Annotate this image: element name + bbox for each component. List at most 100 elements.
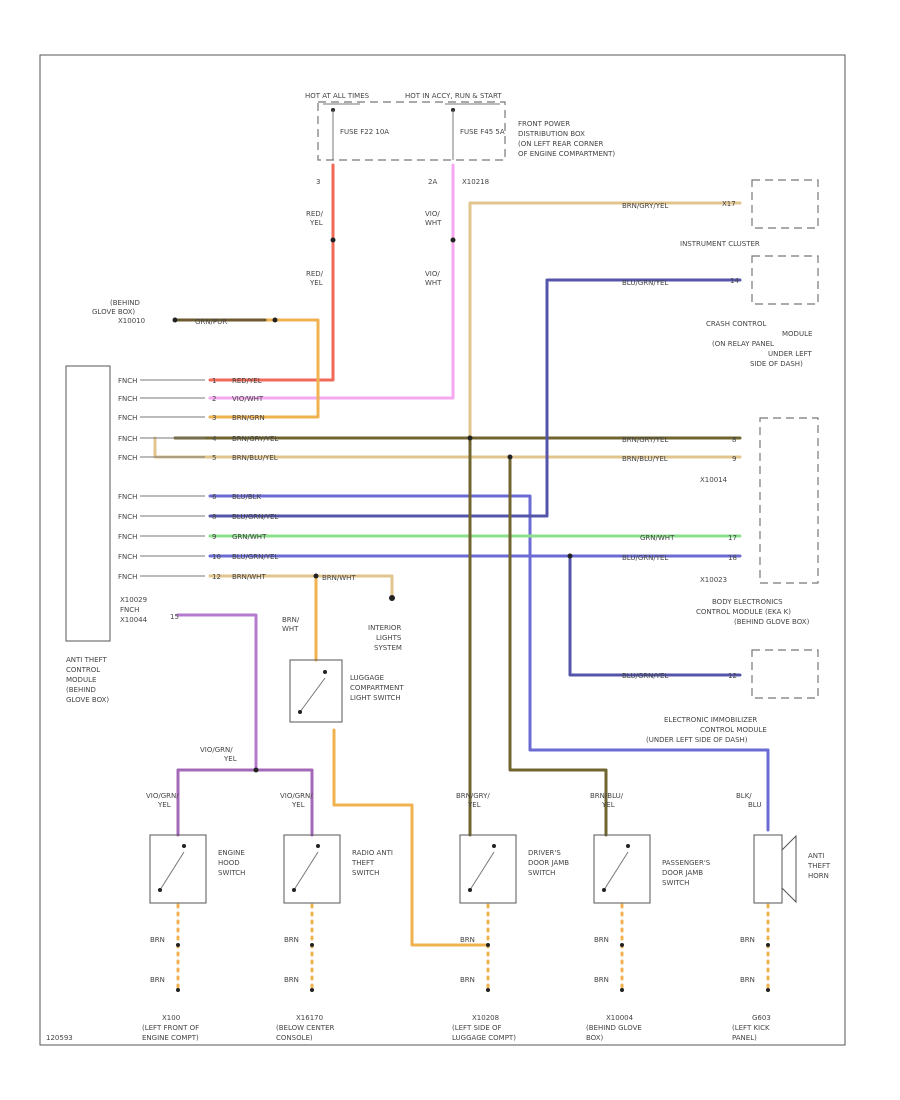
luggage-switch-icon xyxy=(289,659,343,723)
module-pin-left-4: FNCH xyxy=(118,454,137,462)
bec-wire-1: BRN/GRY/YEL xyxy=(622,436,668,444)
module-pin-left-9: FNCH xyxy=(118,573,137,581)
fuse-box-outline xyxy=(317,101,506,161)
wire-red-yel xyxy=(208,163,335,382)
crash-pin: 14 xyxy=(730,277,739,285)
junction-dots xyxy=(172,237,770,992)
ground-wire-b-0: BRN xyxy=(150,976,165,984)
fuse-section: HOT AT ALL TIMES HOT IN ACCY, RUN & STAR… xyxy=(305,92,615,186)
module-pin-left-2: FNCH xyxy=(118,414,137,422)
label-vio-wht-2: VIO/WHT xyxy=(425,270,442,287)
switch-box-3 xyxy=(593,834,651,904)
immobilizer-label: ELECTRONIC IMMOBILIZER CONTROL MODULE (U… xyxy=(646,716,769,744)
module-pin-wire-0: RED/YEL xyxy=(232,377,262,385)
module-pin-wire-9: BRN/WHT xyxy=(232,573,266,581)
module-pin-num-9: 12 xyxy=(212,573,221,581)
module-bottom-1: X10029 xyxy=(120,596,147,604)
switch-wire-label-1: VIO/GRN/YEL xyxy=(280,792,313,809)
module-pin-wire-5: BLU/BLK xyxy=(232,493,262,501)
switch-box-1 xyxy=(283,834,341,904)
bec-pin-2: 9 xyxy=(732,455,736,463)
crash-wire-label: BLU/GRN/YEL xyxy=(622,279,668,287)
ground-wire-a-3: BRN xyxy=(594,936,609,944)
switch-wire-label-2: BRN/GRY/YEL xyxy=(456,792,490,809)
immob-pin: 12 xyxy=(728,672,737,680)
bec-pin-4: 18 xyxy=(728,554,737,562)
fuse-pin-1: 3 xyxy=(316,178,320,186)
module-bottom-3: X10044 xyxy=(120,616,148,624)
fuse-pin-2: 2A xyxy=(428,178,437,186)
module-pin-wire-8: BLU/GRN/YEL xyxy=(232,553,278,561)
module-pin-num-6: 8 xyxy=(212,513,216,521)
module-pin-left-0: FNCH xyxy=(118,377,137,385)
ground-wire-b-3: BRN xyxy=(594,976,609,984)
anti-theft-module: X10029 FNCH X10044 15 ANTI THEFT CONTROL… xyxy=(65,365,179,704)
wire-brn-gry-yel-ic xyxy=(468,201,742,439)
label-red-yel-2: RED/YEL xyxy=(306,270,324,287)
power-box-label: FRONT POWER DISTRIBUTION BOX (ON LEFT RE… xyxy=(518,120,615,158)
instrument-cluster-label: INSTRUMENT CLUSTER xyxy=(680,240,760,248)
wire-vio-grn-yel xyxy=(176,613,258,772)
module-pin-num-3: 4 xyxy=(212,435,217,443)
module-pin-num-0: 1 xyxy=(212,377,216,385)
module-pin-wire-2: BRN/GRN xyxy=(232,414,265,422)
label-red-yel-1: RED/YEL xyxy=(306,210,324,227)
wire-brn-grn xyxy=(208,318,320,419)
module-pin-num-8: 10 xyxy=(212,553,221,561)
footer-code: 120593 xyxy=(46,1034,73,1042)
splice-label: (BEHIND GLOVE BOX) X10010 xyxy=(92,299,145,325)
switch-wire-label-3: BRN/BLU/YEL xyxy=(590,792,624,809)
bec-pin-1: 8 xyxy=(732,436,736,444)
brn-wht-wire-label: BRN/WHT xyxy=(322,574,356,582)
module-pin-wire-4: BRN/BLU/YEL xyxy=(232,454,278,462)
body-module-label: BODY ELECTRONICS CONTROL MODULE (EKA K) … xyxy=(696,598,810,626)
ic-pin: X17 xyxy=(722,200,736,208)
luggage-switch-label: LUGGAGE COMPARTMENT LIGHT SWITCH xyxy=(350,674,406,702)
x10014-label: X10014 xyxy=(700,476,728,484)
anti-theft-module-label: ANTI THEFT CONTROL MODULE (BEHIND GLOVE … xyxy=(66,656,109,704)
crash-module-label: CRASH CONTROL MODULE (ON RELAY PANEL UND… xyxy=(706,320,815,368)
bec-wire-2: BRN/BLU/YEL xyxy=(622,455,668,463)
module-pin-num-5: 6 xyxy=(212,493,217,501)
right-components: BRN/GRY/YEL X17 INSTRUMENT CLUSTER BLU/G… xyxy=(622,179,819,744)
module-pin-wire-1: VIO/WHT xyxy=(232,395,264,403)
module-pin-vio: 15 xyxy=(170,613,179,621)
hot-at-all-times-label: HOT AT ALL TIMES xyxy=(305,92,370,100)
splice-wire-label: GRN/PUR xyxy=(195,318,227,326)
label-vio-wht-1: VIO/WHT xyxy=(425,210,442,227)
module-pin-left-7: FNCH xyxy=(118,533,137,541)
ground-wire-b-4: BRN xyxy=(740,976,755,984)
module-pin-left-8: FNCH xyxy=(118,553,137,561)
diagram-frame xyxy=(39,54,846,1046)
ground-wire-a-2: BRN xyxy=(460,936,475,944)
module-pin-left-1: FNCH xyxy=(118,395,137,403)
interior-lights-section: BRN/WHT INTERIOR LIGHTS SYSTEM BRN/WHT L… xyxy=(200,574,406,763)
ground-wire-a-0: BRN xyxy=(150,936,165,944)
wire-brn-wht xyxy=(208,574,394,600)
module-pin-num-7: 9 xyxy=(212,533,216,541)
fuse-1-label: FUSE F22 10A xyxy=(340,128,389,136)
horn-box xyxy=(753,834,783,904)
ground-wire-a-1: BRN xyxy=(284,936,299,944)
label-vio-yel: VIO/GRN/YEL xyxy=(200,746,237,763)
wire-blu-grn-yel-crash xyxy=(208,278,742,518)
module-bottom-2: FNCH xyxy=(120,606,139,614)
bec-wire-3: GRN/WHT xyxy=(640,534,675,542)
module-pin-num-4: 5 xyxy=(212,454,216,462)
module-pin-wire-6: BLU/GRN/YEL xyxy=(232,513,278,521)
switch-box-0 xyxy=(149,834,207,904)
bec-pin-3: 17 xyxy=(728,534,737,542)
